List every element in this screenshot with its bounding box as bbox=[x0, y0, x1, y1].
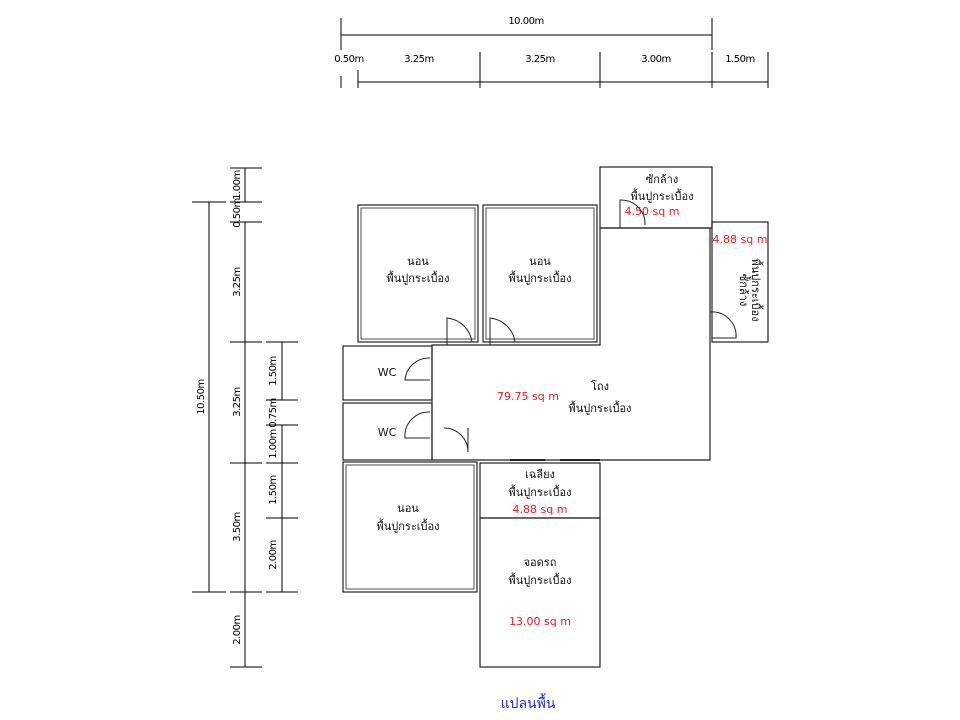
svg-text:นอน: นอน bbox=[397, 502, 419, 515]
room-bedroom-3: นอน พื้นปูกระเบื้อง bbox=[342, 461, 478, 593]
dim-seg: 1.50m bbox=[725, 54, 755, 65]
room-carport: จอดรถ พื้นปูกระเบื้อง 13.00 sq m bbox=[479, 517, 601, 668]
room-bedroom-2: นอน พื้นปูกระเบื้อง bbox=[482, 204, 598, 343]
dim-seg: 1.00m bbox=[268, 429, 279, 459]
room-terrace: เฉลียง พื้นปูกระเบื้อง 4.88 sq m bbox=[479, 462, 601, 519]
svg-text:เฉลียง: เฉลียง bbox=[525, 468, 555, 481]
dim-seg: 3.25m bbox=[404, 54, 434, 65]
room-wc-2: WC bbox=[342, 402, 433, 461]
dim-seg: 2.00m bbox=[232, 615, 243, 645]
dim-seg: 3.25m bbox=[232, 387, 243, 417]
svg-text:79.75 sq m: 79.75 sq m bbox=[497, 390, 559, 403]
dim-seg: 0.50m bbox=[334, 54, 364, 65]
svg-text:13.00 sq m: 13.00 sq m bbox=[509, 615, 571, 628]
svg-text:4.50 sq m: 4.50 sq m bbox=[625, 205, 680, 218]
svg-text:ซักล้าง: ซักล้าง bbox=[646, 173, 678, 186]
svg-text:WC: WC bbox=[378, 366, 397, 379]
room-laundry-top: ซักล้าง พื้นปูกระเบื้อง 4.50 sq m bbox=[599, 166, 713, 229]
svg-text:นอน: นอน bbox=[407, 255, 429, 268]
room-bedroom-1: นอน พื้นปูกระเบื้อง bbox=[357, 204, 479, 343]
dim-seg: 0.75m bbox=[268, 398, 279, 428]
svg-text:พื้นปูกระเบื้อง: พื้นปูกระเบื้อง bbox=[509, 572, 572, 587]
svg-text:พื้นปูกระเบื้อง: พื้นปูกระเบื้อง bbox=[387, 270, 450, 285]
dim-seg: 2.00m bbox=[268, 540, 279, 570]
svg-text:4.88 sq m: 4.88 sq m bbox=[513, 503, 568, 516]
svg-text:พื้นปูกระเบื้อง: พื้นปูกระเบื้อง bbox=[631, 188, 694, 203]
svg-text:พื้นปูกระเบื้อง: พื้นปูกระเบื้อง bbox=[509, 484, 572, 499]
room-laundry-side: 4.88 sq m ซักล้าง พื้นปูกระเบื้อง bbox=[711, 221, 769, 343]
svg-text:พื้นปูกระเบื้อง: พื้นปูกระเบื้อง bbox=[569, 400, 632, 415]
dim-seg: 3.00m bbox=[641, 54, 671, 65]
svg-text:ซักล้าง: ซักล้าง bbox=[737, 274, 750, 306]
svg-text:WC: WC bbox=[378, 426, 397, 439]
svg-text:พื้นปูกระเบื้อง: พื้นปูกระเบื้อง bbox=[509, 270, 572, 285]
dim-seg: 1.50m bbox=[268, 475, 279, 505]
plan-title: แปลนพื้น bbox=[501, 693, 556, 712]
dim-seg: 3.50m bbox=[232, 512, 243, 542]
dim-seg: 0.50m bbox=[232, 198, 243, 228]
svg-text:4.88 sq m: 4.88 sq m bbox=[713, 233, 768, 246]
doors bbox=[404, 199, 737, 461]
dim-seg: 3.25m bbox=[232, 267, 243, 297]
room-wc-1: WC bbox=[342, 345, 433, 401]
svg-text:พื้นปูกระเบื้อง: พื้นปูกระเบื้อง bbox=[377, 518, 440, 533]
svg-text:พื้นปูกระเบื้อง: พื้นปูกระเบื้อง bbox=[749, 259, 764, 322]
svg-text:โถง: โถง bbox=[591, 379, 609, 393]
svg-text:นอน: นอน bbox=[529, 255, 551, 268]
svg-text:จอดรถ: จอดรถ bbox=[524, 556, 557, 569]
room-hall: โถง พื้นปูกระเบื้อง 79.75 sq m bbox=[431, 227, 711, 461]
dim-total-height: 10.50m bbox=[196, 379, 207, 414]
left-dimensions: 10.50m 1.00m 0.50m 3.25m 3.25m 3.50m 2.0… bbox=[192, 167, 298, 668]
dim-seg: 3.25m bbox=[525, 54, 555, 65]
dim-seg: 1.50m bbox=[268, 356, 279, 386]
dim-total-width: 10.00m bbox=[508, 16, 543, 27]
dim-seg: 1.00m bbox=[232, 170, 243, 200]
top-dimensions: 10.00m 0.50m 3.25m 3.25m 3.00m 1.50m bbox=[334, 16, 769, 88]
